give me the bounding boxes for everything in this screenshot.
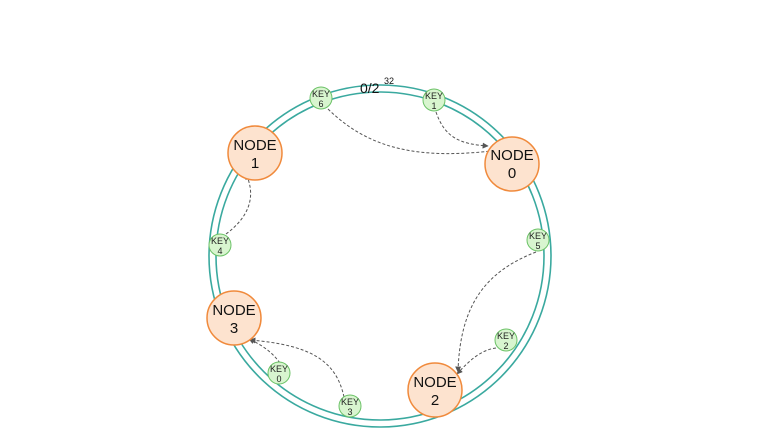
node-0: NODE 0 xyxy=(484,136,540,192)
key-3-title: KEY xyxy=(341,397,359,407)
arrow-key-2-to-node-2 xyxy=(456,347,497,375)
key-5-circle xyxy=(526,228,550,252)
node-2-circle xyxy=(407,362,463,418)
arrow-key-5-to-node-2 xyxy=(455,251,537,373)
key-4: KEY 4 xyxy=(208,233,232,257)
ring-label-base: 0/2 xyxy=(360,80,380,96)
node-0-title: NODE xyxy=(490,147,533,164)
key-6-title: KEY xyxy=(312,89,330,99)
key-2-number: 2 xyxy=(503,341,508,351)
key-4-number: 4 xyxy=(217,246,222,256)
key-6-number: 6 xyxy=(318,99,323,109)
key-5-number: 5 xyxy=(535,241,540,251)
key-1-title: KEY xyxy=(425,91,443,101)
hash-ring-inner xyxy=(215,91,545,421)
key-0: KEY 0 xyxy=(267,361,291,385)
ring-label-exponent: 32 xyxy=(384,76,394,86)
key-2-title: KEY xyxy=(497,331,515,341)
hash-ring-outer xyxy=(208,84,552,428)
key-2-circle xyxy=(494,328,518,352)
ring-label: 0/2 xyxy=(360,80,380,96)
key-4-circle xyxy=(208,233,232,257)
node-1-circle xyxy=(227,125,283,181)
node-3-title: NODE xyxy=(212,302,255,319)
node-0-number: 0 xyxy=(508,165,516,182)
node-1: NODE 1 xyxy=(227,125,283,181)
mapping-arrows xyxy=(225,108,537,398)
node-2-title: NODE xyxy=(413,374,456,391)
key-6-circle xyxy=(309,86,333,110)
node-3: NODE 3 xyxy=(206,290,262,346)
node-2-number: 2 xyxy=(431,392,439,409)
arrow-key-6-to-node-0 xyxy=(327,108,501,155)
node-0-circle xyxy=(484,136,540,192)
node-2: NODE 2 xyxy=(407,362,463,418)
node-3-circle xyxy=(206,290,262,346)
key-5-title: KEY xyxy=(529,231,547,241)
node-1-title: NODE xyxy=(233,137,276,154)
key-3-circle xyxy=(338,394,362,418)
key-0-number: 0 xyxy=(276,374,281,384)
arrow-key-1-to-node-0 xyxy=(435,111,489,149)
node-3-number: 3 xyxy=(230,320,238,337)
key-0-title: KEY xyxy=(270,364,288,374)
arrow-key-3-to-node-3 xyxy=(249,337,345,398)
key-5: KEY 5 xyxy=(526,228,550,252)
key-4-title: KEY xyxy=(211,236,229,246)
node-1-number: 1 xyxy=(251,155,259,172)
key-2: KEY 2 xyxy=(494,328,518,352)
key-1-circle xyxy=(422,88,446,112)
arrow-key-4-to-node-1 xyxy=(225,173,252,235)
key-1: KEY 1 xyxy=(422,88,446,112)
key-1-number: 1 xyxy=(431,101,436,111)
key-3-number: 3 xyxy=(347,407,352,417)
key-6: KEY 6 xyxy=(309,86,333,110)
key-0-circle xyxy=(267,361,291,385)
key-3: KEY 3 xyxy=(338,394,362,418)
